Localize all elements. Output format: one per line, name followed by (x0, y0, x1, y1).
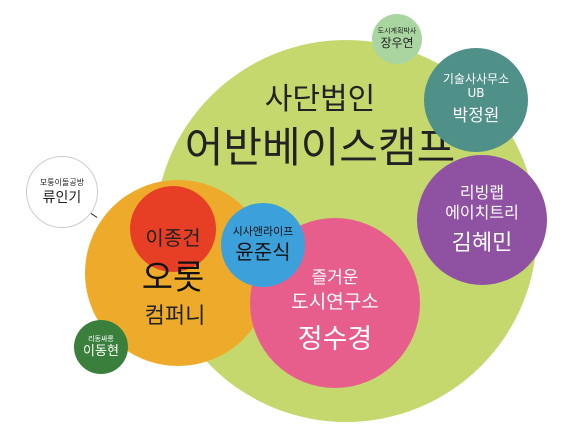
left-bottom-label: 리동싸롱 (88, 334, 114, 343)
red-circle (130, 186, 216, 272)
pink-line2: 도시연구소 (291, 291, 379, 314)
top-small-label: 도시계획박사 (377, 27, 417, 36)
left-bottom-name: 이동현 (83, 343, 119, 359)
pink-circle: 즐거운 도시연구소 정수경 (250, 218, 420, 388)
right-name: 김혜민 (451, 230, 513, 256)
right-line2: 에이치트리 (445, 203, 519, 223)
left-bottom-circle: 리동싸롱 이동현 (74, 320, 128, 374)
top-right-line1: 기술사사무소 (442, 72, 510, 87)
top-right-name: 박정원 (452, 106, 500, 127)
blue-circle: 시사앤라이프 윤준식 (221, 203, 305, 287)
main-line1: 사단법인 (264, 82, 376, 117)
main-title: 사단법인 어반베이스캠프 (185, 82, 455, 172)
pink-name: 정수경 (297, 324, 373, 356)
left-top-circle: 모퉁이돌공방 류인기 (26, 156, 98, 228)
orange-label: 컴퍼니 (144, 304, 206, 329)
top-small-name: 장우연 (380, 36, 414, 51)
right-line1: 리빙랩 (459, 182, 505, 202)
top-right-line2: UB (467, 86, 485, 101)
pink-line1: 즐거운 (311, 267, 359, 288)
left-top-name: 류인기 (42, 190, 82, 207)
blue-name: 윤준식 (235, 240, 291, 265)
red-name: 이종건 (145, 226, 201, 250)
blue-line1: 시사앤라이프 (232, 224, 294, 238)
left-top-label: 모퉁이돌공방 (39, 177, 85, 187)
red-label: 오롯 (141, 258, 205, 298)
right-circle: 리빙랩 에이치트리 김혜민 (417, 155, 547, 285)
top-right-circle: 기술사사무소 UB 박정원 (424, 48, 528, 152)
main-line2: 어반베이스캠프 (184, 122, 456, 172)
top-small-circle: 도시계획박사 장우연 (372, 14, 422, 64)
